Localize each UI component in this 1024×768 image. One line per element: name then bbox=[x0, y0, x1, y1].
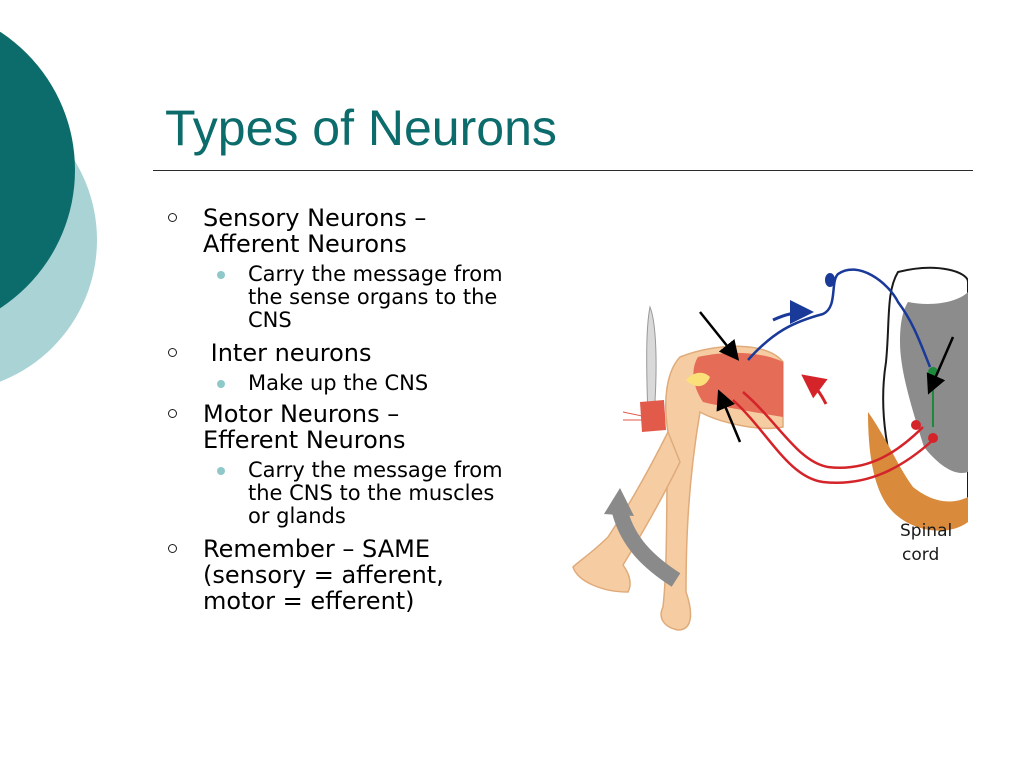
bullet-text: Sensory Neurons – Afferent Neurons bbox=[203, 204, 427, 258]
pointer-arrow bbox=[926, 336, 955, 395]
sub-bullet-motor-description: Carry the message from the CNS to the mu… bbox=[160, 459, 560, 528]
spinal-cord-section bbox=[868, 266, 968, 531]
hollow-circle-bullet-icon bbox=[168, 213, 177, 222]
leg-motion-arrow bbox=[612, 509, 681, 587]
dark-teal-circle bbox=[0, 31, 75, 309]
hollow-circle-bullet-icon bbox=[168, 409, 177, 418]
bullet-inter-neurons: Inter neurons bbox=[160, 340, 560, 366]
hollow-circle-bullet-icon bbox=[168, 544, 177, 553]
pointer-arrow bbox=[699, 311, 740, 361]
slide-title: Types of Neurons bbox=[165, 100, 557, 156]
motor-neuron-pathway bbox=[732, 374, 938, 484]
bullet-text: Motor Neurons – Efferent Neurons bbox=[203, 400, 406, 454]
sub-bullet-text: Carry the message from the sense organs … bbox=[248, 262, 503, 332]
bullet-motor-neurons: Motor Neurons – Efferent Neurons bbox=[160, 401, 560, 453]
reflex-arc-illustration: Spinal cord bbox=[572, 266, 968, 631]
spinal-cord-label-line1: Spinal bbox=[900, 521, 952, 541]
hollow-circle-bullet-icon bbox=[168, 348, 177, 357]
spinal-cord-label-line2: cord bbox=[902, 545, 939, 565]
reflex-hammer bbox=[622, 305, 666, 432]
sensory-neuron-pathway bbox=[747, 268, 932, 368]
pointer-arrow bbox=[716, 389, 742, 443]
dot-bullet-icon bbox=[217, 380, 225, 388]
bullet-remember: Remember – SAME (sensory = afferent, mot… bbox=[160, 536, 560, 614]
bullet-list: Sensory Neurons – Afferent Neurons Carry… bbox=[160, 205, 560, 614]
bullet-text: Remember – SAME (sensory = afferent, mot… bbox=[203, 535, 444, 615]
bullet-text: Inter neurons bbox=[203, 339, 372, 367]
sub-bullet-inter-description: Make up the CNS bbox=[160, 372, 560, 395]
bullet-sensory-neurons: Sensory Neurons – Afferent Neurons bbox=[160, 205, 560, 257]
dot-bullet-icon bbox=[217, 467, 225, 475]
sub-bullet-text: Make up the CNS bbox=[248, 371, 429, 395]
leg bbox=[572, 345, 784, 631]
sub-bullet-text: Carry the message from the CNS to the mu… bbox=[248, 458, 503, 528]
sub-bullet-sensory-description: Carry the message from the sense organs … bbox=[160, 263, 560, 332]
title-divider bbox=[153, 170, 973, 171]
decorative-circles bbox=[0, 31, 97, 382]
dot-bullet-icon bbox=[217, 271, 225, 279]
